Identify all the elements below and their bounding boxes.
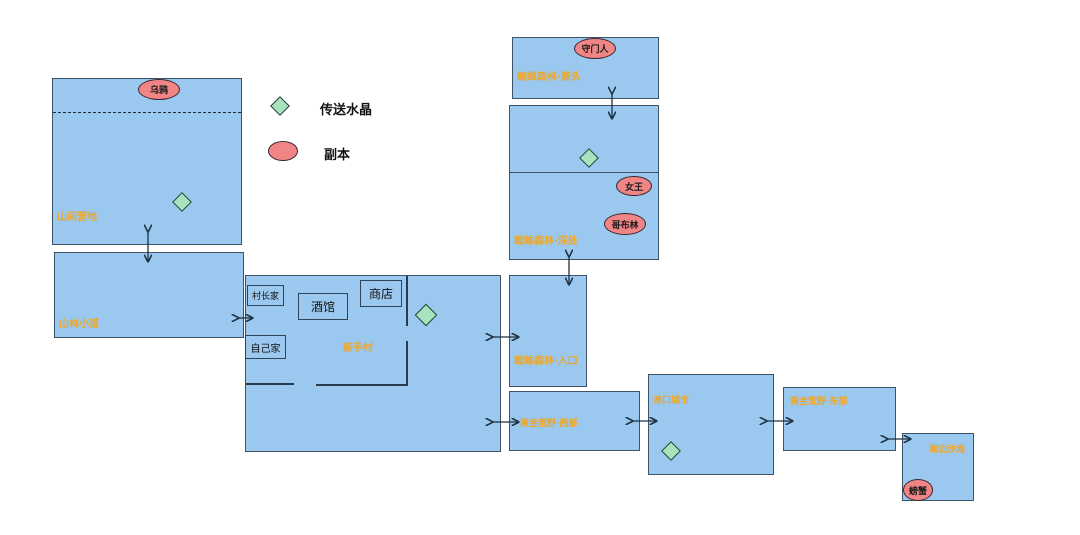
- zone-label: 港口城市: [653, 396, 690, 406]
- legend-crystal-label: 传送水晶: [320, 103, 373, 118]
- zone-village[interactable]: 新手村: [245, 275, 501, 452]
- zone-label: 山间营地: [57, 212, 97, 223]
- wall: [406, 276, 408, 326]
- boundary-divider: [510, 172, 658, 173]
- wall: [316, 384, 408, 386]
- dungeon-goblin[interactable]: 哥布林: [604, 213, 646, 235]
- wall: [406, 341, 408, 386]
- dungeon-label: 女王: [624, 182, 643, 193]
- zone-wild-east[interactable]: 黄金荒野·东部: [783, 387, 896, 451]
- building-shop[interactable]: 商店: [360, 280, 402, 307]
- zone-spider-source[interactable]: 蜘蛛森林·源头: [512, 37, 659, 99]
- legend-dungeon-label: 副本: [324, 148, 351, 163]
- dungeon-label: 乌鸦: [149, 86, 168, 96]
- building-chief-house[interactable]: 村长家: [247, 285, 284, 306]
- dungeon-crab[interactable]: 螃蟹: [903, 479, 933, 501]
- wall: [246, 383, 294, 385]
- dungeon-label: 守门人: [581, 45, 609, 55]
- building-label: 酒馆: [310, 300, 335, 314]
- building-tavern[interactable]: 酒馆: [298, 293, 348, 320]
- zone-label: 黄金荒野·东部: [790, 397, 848, 407]
- building-own-house[interactable]: 自己家: [245, 335, 286, 359]
- building-label: 村长家: [251, 292, 279, 302]
- zone-label: 蜘蛛森林·入口: [514, 356, 578, 367]
- zone-forest-path[interactable]: 山林小道: [54, 252, 244, 338]
- zone-label: 新手村: [343, 343, 373, 354]
- zone-label: 蜘蛛森林·深处: [514, 236, 578, 247]
- boundary-divider: [53, 112, 241, 113]
- dungeon-label: 螃蟹: [908, 486, 927, 497]
- dungeon-label: 哥布林: [611, 220, 639, 231]
- zone-label: 蜘蛛森林·源头: [517, 72, 581, 83]
- dungeon-queen[interactable]: 女王: [616, 176, 652, 196]
- zone-label: 黄金荒野·西部: [520, 419, 578, 429]
- building-label: 商店: [368, 287, 393, 301]
- zone-label: 山林小道: [59, 319, 99, 330]
- legend-dungeon-icon: [268, 141, 298, 161]
- dungeon-crow[interactable]: 乌鸦: [138, 79, 180, 100]
- dungeon-gatekeeper[interactable]: 守门人: [574, 38, 616, 59]
- zone-spider-entrance[interactable]: 蜘蛛森林·入口: [509, 275, 587, 387]
- zone-label: 海边沙滩: [929, 445, 966, 455]
- zone-wild-west[interactable]: 黄金荒野·西部: [509, 391, 640, 451]
- building-label: 自己家: [250, 343, 281, 355]
